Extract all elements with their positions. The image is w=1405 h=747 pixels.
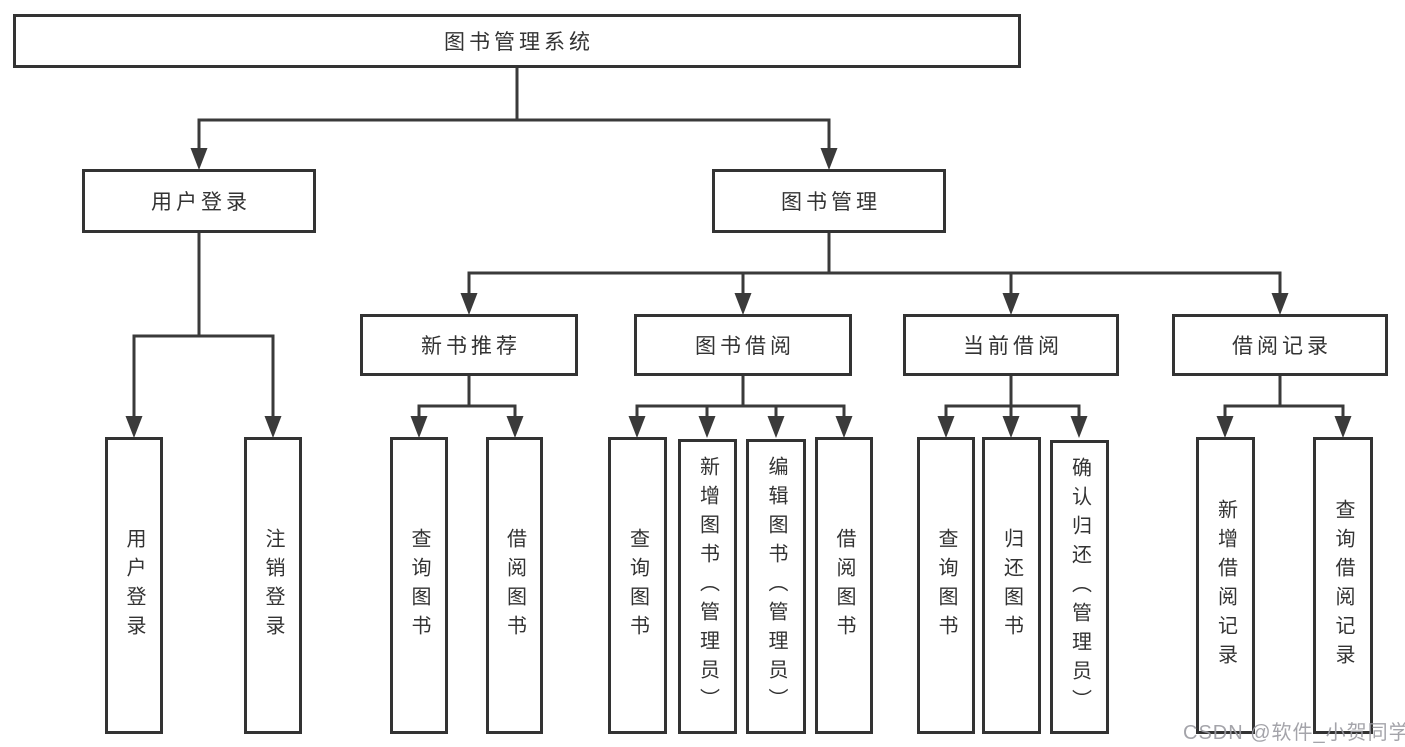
node-label-new-book-recommend: 新书推荐 [421, 335, 521, 358]
node-label-edit-books-admin: 编辑图书（管理员） [765, 456, 787, 717]
arrowhead-icon [1334, 416, 1352, 438]
arrowhead-icon [767, 416, 785, 438]
node-user-login-leaf: 用户登录 [105, 437, 163, 734]
node-book-management: 图书管理 [712, 169, 946, 233]
arrowhead-icon [698, 416, 716, 438]
node-label-user-login: 用户登录 [151, 191, 251, 214]
arrowhead-icon [628, 416, 646, 438]
arrowhead-icon [1216, 416, 1234, 438]
node-add-books-admin: 新增图书（管理员） [678, 439, 737, 734]
node-label-query-books-borrowing: 查询图书 [626, 527, 649, 644]
node-label-current-borrowing: 当前借阅 [963, 335, 1063, 358]
node-label-logout-leaf: 注销登录 [262, 527, 284, 644]
node-confirm-return-admin: 确认归还（管理员） [1050, 440, 1109, 734]
watermark: CSDN @软件_小贺同学 [1183, 722, 1405, 744]
node-label-borrowing-records: 借阅记录 [1232, 335, 1332, 358]
node-label-confirm-return-admin: 确认归还（管理员） [1068, 456, 1091, 718]
node-label-add-borrowing-record: 新增借阅记录 [1214, 498, 1237, 673]
node-label-root: 图书管理系统 [444, 31, 594, 54]
node-user-login: 用户登录 [82, 169, 316, 233]
node-borrow-books-borrowing: 借阅图书 [815, 437, 873, 734]
arrowhead-icon [820, 148, 838, 170]
arrowhead-icon [1002, 416, 1020, 438]
arrowhead-icon [835, 416, 853, 438]
arrowhead-icon [734, 293, 752, 315]
node-edit-books-admin: 编辑图书（管理员） [746, 439, 806, 734]
node-label-book-management: 图书管理 [781, 191, 881, 214]
node-label-book-borrowing: 图书借阅 [695, 335, 795, 358]
arrowhead-icon [125, 416, 143, 438]
arrowhead-icon [460, 293, 478, 315]
node-query-books-current: 查询图书 [917, 437, 975, 734]
node-label-query-borrowing-record: 查询借阅记录 [1332, 498, 1354, 673]
node-label-return-books: 归还图书 [1000, 527, 1023, 644]
node-new-book-recommend: 新书推荐 [360, 314, 578, 376]
arrowhead-icon [190, 148, 208, 170]
node-add-borrowing-record: 新增借阅记录 [1196, 437, 1255, 734]
node-logout-leaf: 注销登录 [244, 437, 302, 734]
node-return-books: 归还图书 [982, 437, 1041, 734]
node-root: 图书管理系统 [13, 14, 1021, 68]
arrowhead-icon [264, 416, 282, 438]
arrowhead-icon [506, 416, 524, 438]
node-query-books-borrowing: 查询图书 [608, 437, 667, 734]
node-borrow-books-recommend: 借阅图书 [486, 437, 543, 734]
node-label-borrow-books-borrowing: 借阅图书 [833, 527, 855, 644]
arrowhead-icon [1002, 293, 1020, 315]
node-label-query-books-recommend: 查询图书 [408, 527, 430, 644]
node-book-borrowing: 图书借阅 [634, 314, 852, 376]
node-borrowing-records: 借阅记录 [1172, 314, 1388, 376]
arrowhead-icon [410, 416, 428, 438]
node-label-add-books-admin: 新增图书（管理员） [696, 456, 719, 717]
arrowhead-icon [937, 416, 955, 438]
node-label-query-books-current: 查询图书 [935, 527, 957, 644]
node-label-borrow-books-recommend: 借阅图书 [503, 527, 526, 644]
node-label-user-login-leaf: 用户登录 [123, 527, 145, 644]
arrowhead-icon [1271, 293, 1289, 315]
node-query-books-recommend: 查询图书 [390, 437, 448, 734]
node-current-borrowing: 当前借阅 [903, 314, 1119, 376]
arrowhead-icon [1070, 416, 1088, 438]
node-query-borrowing-record: 查询借阅记录 [1313, 437, 1373, 734]
